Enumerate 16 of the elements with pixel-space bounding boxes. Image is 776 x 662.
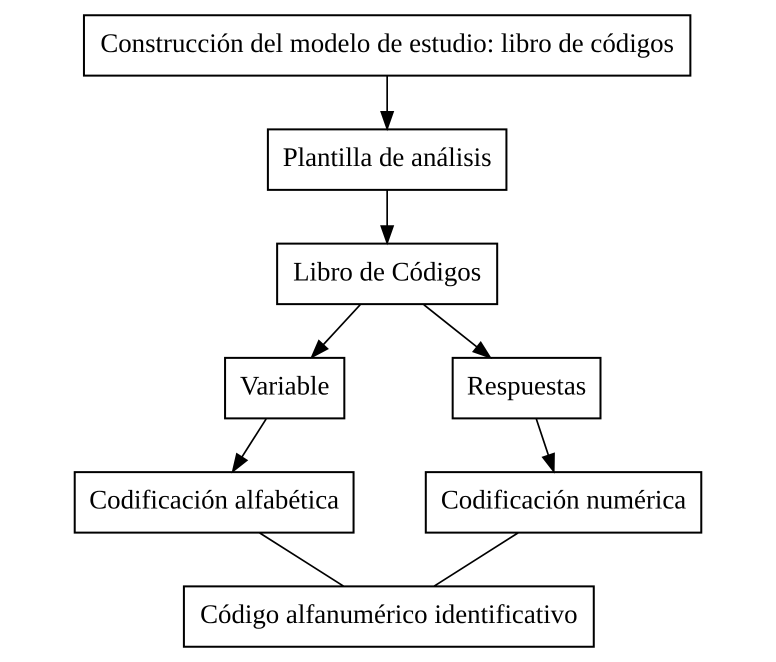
arrow	[536, 418, 555, 474]
connector	[434, 532, 519, 587]
arrow	[231, 418, 267, 474]
arrow	[310, 304, 361, 359]
node-box: Libro de Códigos	[276, 242, 498, 306]
connector	[259, 532, 344, 587]
node-box: Codificación alfabética	[74, 471, 355, 534]
arrow	[380, 190, 394, 246]
node-box: Codificación numérica	[424, 471, 702, 534]
node-box: Código alfanumérico identificativo	[182, 585, 595, 648]
node-box: Plantilla de análisis	[266, 128, 508, 191]
arrow	[380, 76, 394, 132]
node-box: Variable	[224, 356, 346, 420]
arrow	[423, 304, 492, 360]
node-box: Construcción del modelo de estudio: libro de códigos	[82, 14, 692, 77]
node-box: Respuestas	[452, 356, 602, 420]
